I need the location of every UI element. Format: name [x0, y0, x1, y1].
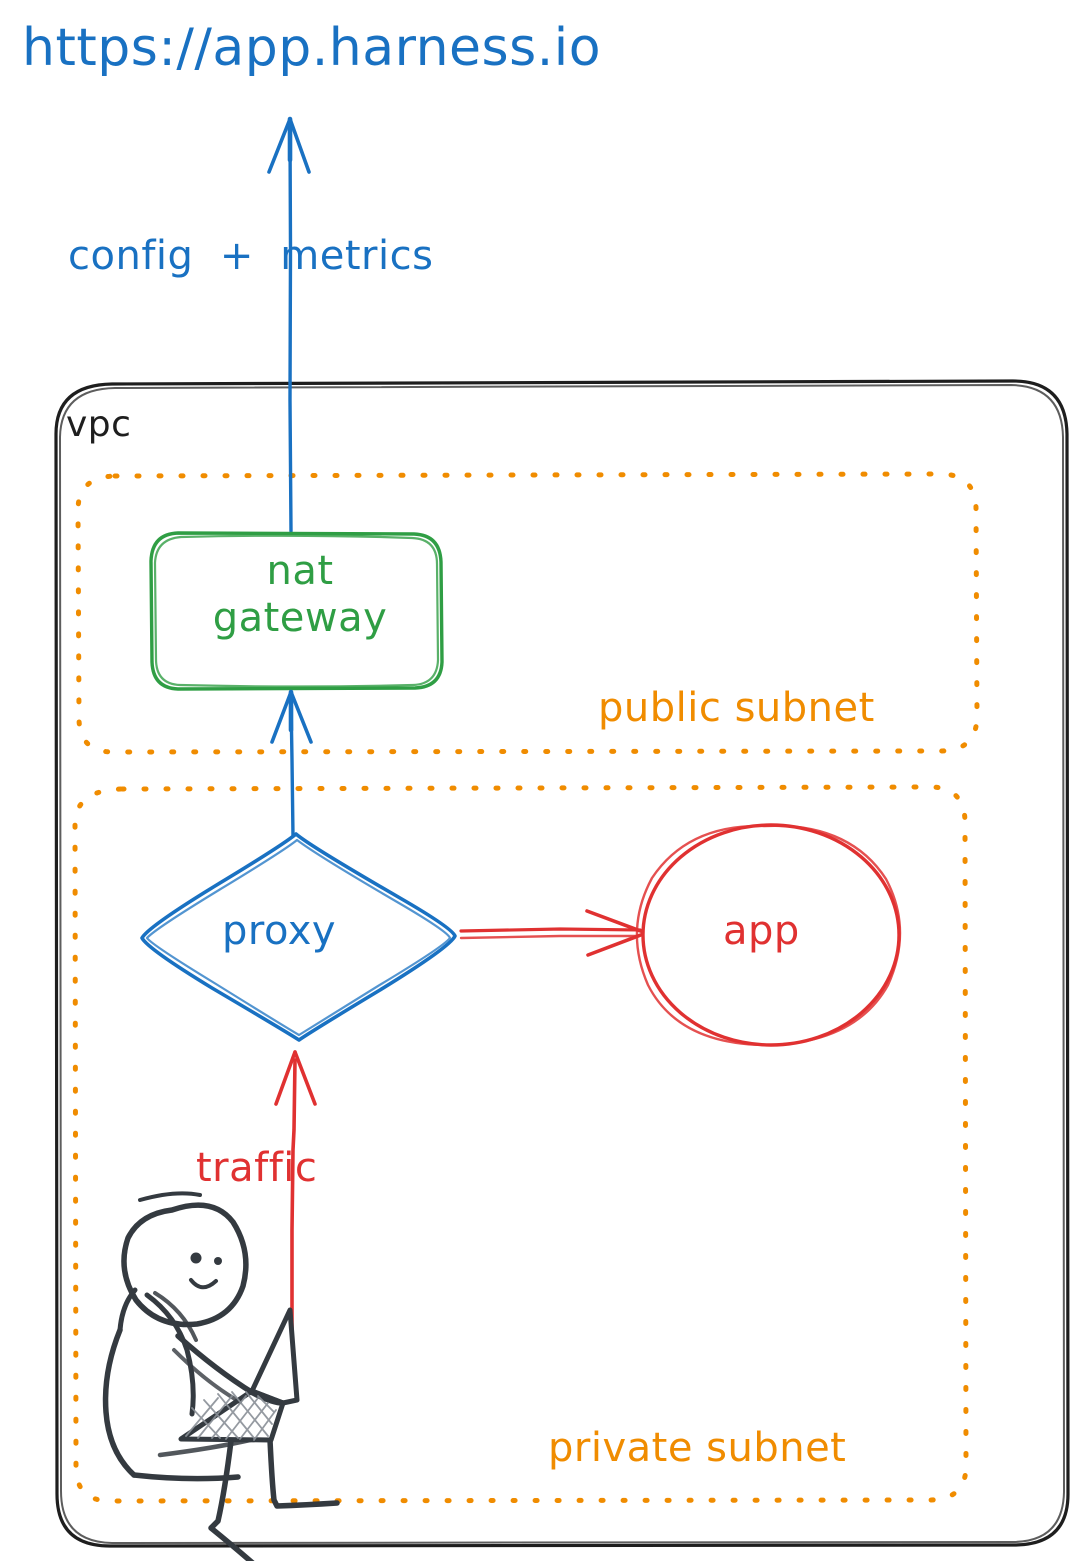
traffic-label: traffic — [196, 1145, 318, 1191]
private-subnet-label: private subnet — [548, 1425, 847, 1471]
proxy-natgw-arrowhead-icon — [270, 690, 313, 744]
app-ellipse-stroke-2 — [635, 824, 902, 1047]
private-subnet-container[interactable] — [72, 784, 969, 1504]
figure-thigh — [157, 1437, 253, 1458]
vpc-label: vpc — [66, 404, 132, 445]
figure-neck — [117, 1287, 138, 1333]
figure-forearm — [172, 1348, 242, 1404]
nat-gateway-node[interactable] — [149, 531, 444, 691]
figure-head — [121, 1202, 249, 1328]
figure-torso-front — [144, 1292, 196, 1417]
public-subnet-border — [75, 471, 980, 755]
vpc-container[interactable] — [54, 379, 1070, 1548]
traffic-line — [290, 1058, 297, 1332]
figure-back — [102, 1327, 137, 1478]
public-subnet-label: public subnet — [598, 685, 875, 731]
nat-gateway-box-stroke-2 — [153, 534, 440, 688]
nat-gateway-box-stroke-1 — [149, 531, 444, 691]
config-metrics-label: config + metrics — [68, 233, 434, 279]
figure-hair — [138, 1191, 202, 1202]
traffic-arrowhead-icon — [274, 1050, 317, 1106]
edge-proxy-to-app[interactable] — [459, 909, 648, 957]
edge-natgw-to-internet[interactable] — [267, 116, 311, 533]
proxy-label: proxy — [222, 908, 337, 954]
endpoint-url-label: https://app.harness.io — [22, 18, 602, 78]
edge-proxy-to-natgw[interactable] — [270, 689, 313, 838]
app-label: app — [723, 908, 800, 954]
figure-smile — [189, 1278, 218, 1290]
proxy-node[interactable] — [140, 832, 457, 1042]
figure-seat — [131, 1472, 241, 1482]
config-metrics-arrowhead-icon — [267, 117, 311, 174]
vpc-border-stroke-1 — [54, 379, 1070, 1548]
laptop-screen — [249, 1307, 300, 1406]
proxy-diamond-stroke-1 — [140, 832, 457, 1042]
figure-leg-front — [208, 1438, 255, 1561]
figure-eye-left — [190, 1252, 202, 1264]
laptop-keyboard-hatch — [185, 1391, 277, 1441]
vpc-border-stroke-2 — [59, 384, 1065, 1544]
figure-eye-right — [214, 1257, 222, 1265]
figure-shoulder — [153, 1291, 198, 1342]
proxy-app-line-1 — [459, 927, 642, 933]
figure-leg-back — [267, 1437, 340, 1509]
public-subnet-container[interactable] — [75, 471, 980, 755]
user-stick-figure-icon — [102, 1191, 340, 1561]
config-metrics-line — [288, 128, 293, 533]
nat-gateway-label: nat gateway — [212, 548, 388, 642]
proxy-app-line-2 — [459, 934, 640, 940]
private-subnet-border — [72, 784, 969, 1504]
app-node[interactable] — [635, 823, 902, 1047]
edge-user-to-proxy[interactable] — [274, 1050, 317, 1332]
proxy-diamond-stroke-2 — [145, 838, 452, 1037]
